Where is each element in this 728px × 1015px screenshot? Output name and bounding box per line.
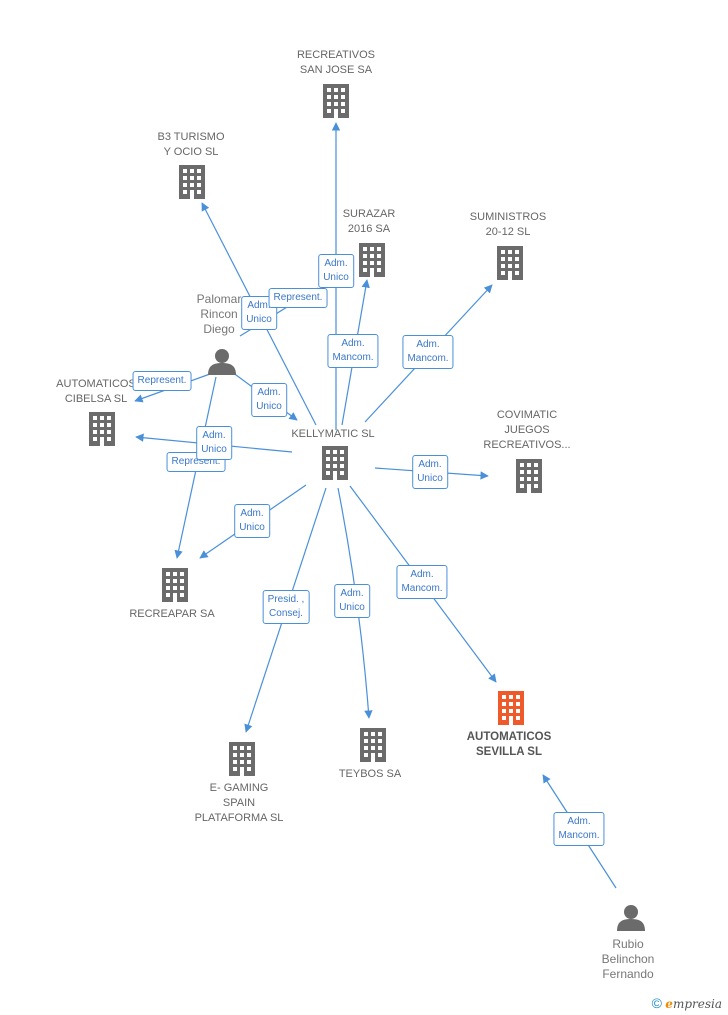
building-icon[interactable] [516, 459, 542, 493]
building-icon[interactable] [179, 165, 205, 199]
building-icon[interactable] [360, 728, 386, 762]
empresia-logo[interactable]: © empresia [652, 995, 722, 1011]
building-icon[interactable] [229, 742, 255, 776]
person-icon[interactable] [617, 905, 645, 931]
brand-e: e [665, 997, 673, 1011]
edge-label-covimatic: Adm. Unico [412, 455, 448, 489]
edge-label-sanjose: Adm. Unico [318, 254, 354, 288]
node-b3-turismo[interactable]: B3 TURISMO Y OCIO SL [157, 131, 225, 158]
edge-label-palomar-represent: Represent. [268, 288, 328, 308]
edge-label-cibelsa: Adm. Unico [196, 426, 232, 460]
node-automaticos-sevilla[interactable]: AUTOMATICOS SEVILLA SL [466, 731, 552, 758]
building-icon[interactable] [89, 412, 115, 446]
copyright-icon: © [651, 995, 662, 1011]
node-suministros[interactable]: SUMINISTROS 20-12 SL [469, 211, 547, 238]
edge-label-teybos: Adm. Unico [334, 584, 370, 618]
edge-label-suministros: Adm. Mancom. [402, 335, 454, 369]
node-automaticos-cibelsa[interactable]: AUTOMATICOS CIBELSA SL [56, 378, 136, 405]
brand-name: mpresia [672, 997, 722, 1011]
edge-label-surazar: Adm. Mancom. [327, 334, 379, 368]
edge-label-palomar-cibelsa: Represent. [132, 371, 192, 391]
node-recreativos-san-jose[interactable]: RECREATIVOS SAN JOSE SA [296, 49, 376, 76]
node-kellymatic[interactable]: KELLYMATIC SL [291, 428, 375, 440]
node-teybos[interactable]: TEYBOS SA [338, 768, 402, 780]
node-rubio[interactable]: Rubio Belinchon Fernando [601, 937, 655, 981]
edge-label-b3: Adm. Unico [241, 296, 277, 330]
edge-label-rubio: Adm. Mancom. [553, 812, 605, 846]
building-icon[interactable] [359, 243, 385, 277]
node-recreapar[interactable]: RECREAPAR SA [129, 608, 215, 620]
building-icon[interactable] [322, 446, 348, 480]
node-covimatic[interactable]: COVIMATIC JUEGOS RECREATIVOS... [483, 409, 571, 451]
node-e-gaming[interactable]: E- GAMING SPAIN PLATAFORMA SL [194, 782, 284, 824]
edge-label-palomar-kelly: Adm. Unico [251, 383, 287, 417]
edge-label-recreapar: Adm. Unico [234, 504, 270, 538]
edge-label-egaming: Presid. , Consej. [262, 590, 310, 624]
building-icon[interactable] [162, 568, 188, 602]
building-icon[interactable] [497, 246, 523, 280]
node-palomar[interactable]: Palomar Rincon Diego [196, 292, 242, 336]
person-icon[interactable] [208, 349, 236, 375]
node-surazar[interactable]: SURAZAR 2016 SA [342, 208, 396, 235]
building-icon[interactable] [323, 84, 349, 118]
building-icon[interactable] [498, 691, 524, 725]
edge-label-sevilla: Adm. Mancom. [396, 565, 448, 599]
